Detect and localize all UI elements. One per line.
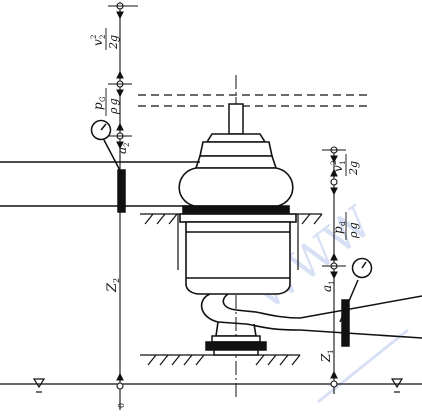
floor-hatch	[140, 213, 323, 270]
svg-text:p: p	[331, 226, 345, 234]
suction-pressure-gauge	[339, 257, 373, 347]
discharge-pipe	[0, 161, 200, 207]
foundation-ground	[140, 354, 301, 366]
label-v1-squared-over-2g: v 1 2 2g	[330, 154, 360, 176]
water-level-right	[390, 378, 404, 393]
svg-text:2: 2	[112, 278, 121, 283]
svg-text:Z: Z	[105, 282, 120, 293]
right-dimension-line	[322, 146, 346, 394]
label-a2: a 2	[115, 143, 131, 154]
label-pG-over-rho-g: p G ρ g	[91, 88, 120, 116]
svg-text:2: 2	[90, 35, 98, 39]
pump-base	[205, 335, 267, 356]
svg-text:2: 2	[99, 35, 107, 39]
label-pd-over-rho-g: p d ρ g	[331, 212, 360, 240]
svg-text:p: p	[91, 102, 105, 110]
svg-text:1: 1	[328, 281, 336, 285]
label-Z1: Z 1	[319, 350, 335, 363]
svg-text:ρ g: ρ g	[347, 222, 360, 239]
svg-text:2: 2	[330, 161, 338, 165]
pump-casing	[178, 133, 297, 295]
svg-text:0: 0	[117, 403, 126, 408]
svg-text:1: 1	[327, 350, 335, 354]
label-zero-mark: 0	[117, 403, 126, 408]
svg-text:2: 2	[123, 143, 131, 147]
water-level-left	[0, 378, 422, 393]
svg-text:2g: 2g	[107, 35, 120, 50]
svg-text:a: a	[320, 285, 334, 292]
svg-text:v: v	[91, 39, 105, 46]
svg-text:Z: Z	[319, 353, 333, 363]
label-Z2: Z 2	[105, 278, 121, 293]
discharge-pressure-gauge	[90, 119, 126, 213]
dashed-level-lines	[138, 94, 372, 107]
pump-shaft	[228, 103, 244, 135]
label-a1: a 1	[320, 281, 336, 292]
suction-pipe	[299, 295, 422, 339]
svg-text:d: d	[339, 221, 347, 226]
label-v2-squared-over-2g: v 2 2 2g	[90, 28, 120, 50]
svg-text:v: v	[331, 165, 345, 172]
svg-text:ρ g: ρ g	[107, 98, 120, 115]
svg-text:2g: 2g	[347, 161, 360, 176]
svg-text:a: a	[115, 147, 129, 154]
svg-text:1: 1	[339, 161, 347, 165]
left-dimension-line	[108, 2, 138, 410]
svg-text:G: G	[99, 96, 107, 102]
